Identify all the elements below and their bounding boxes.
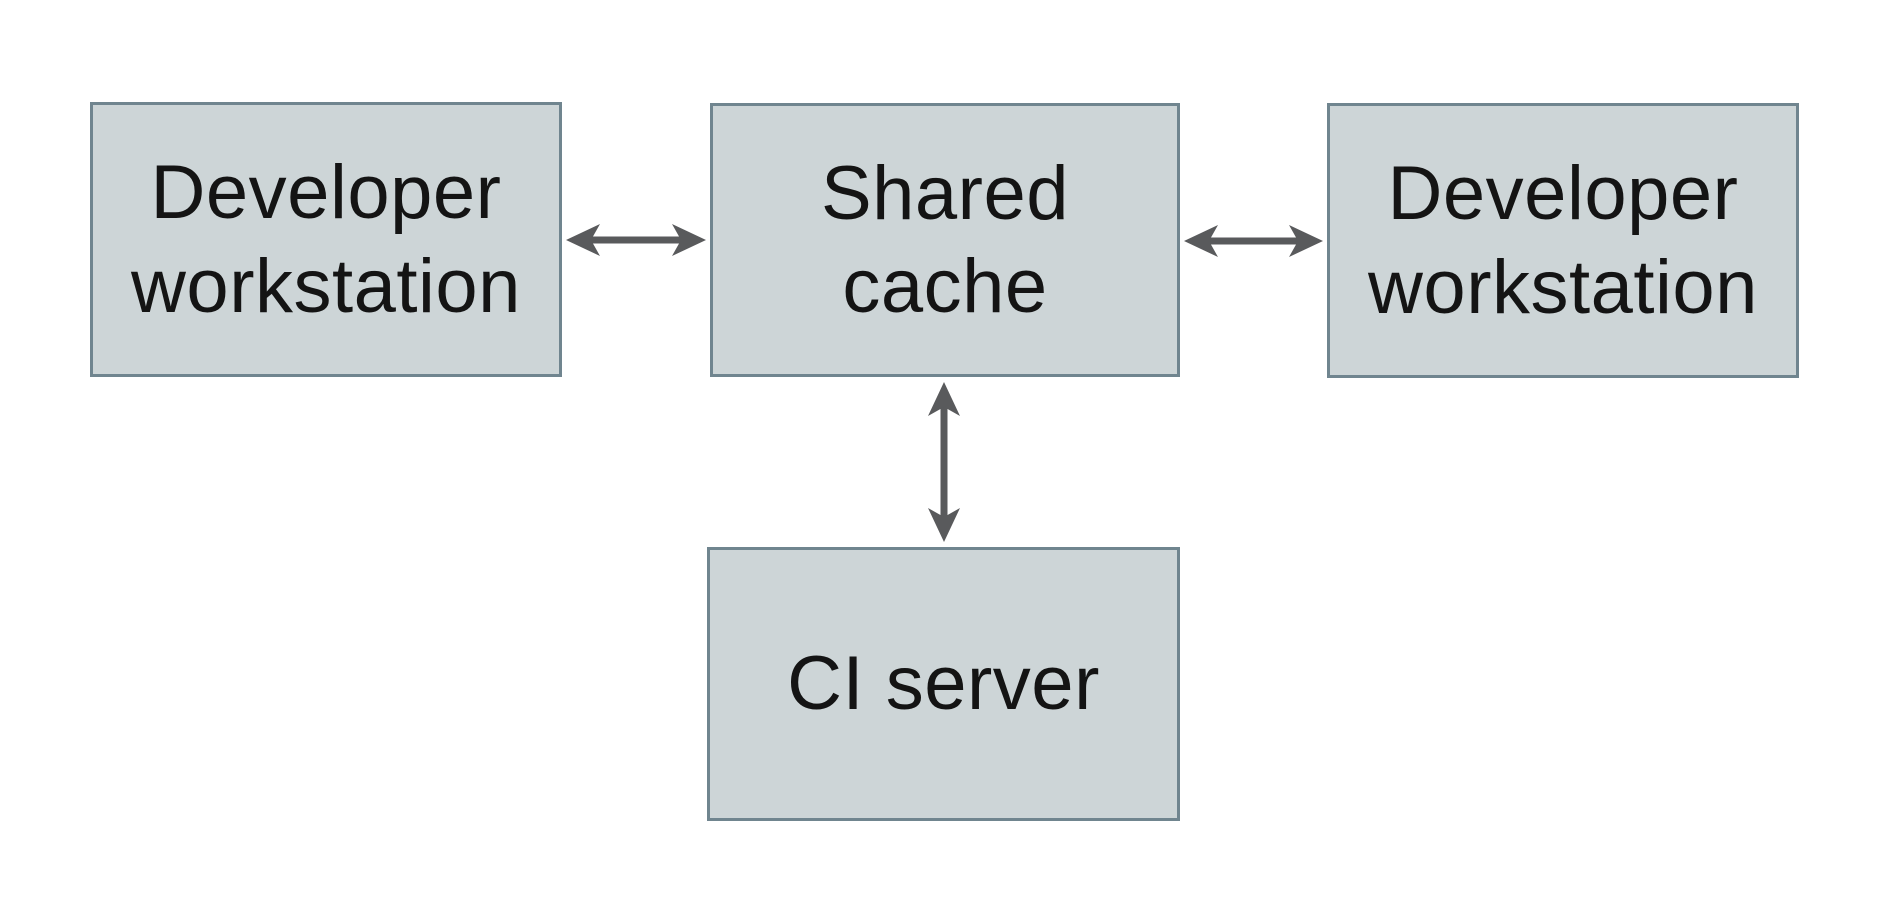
node-label-line: Developer	[150, 150, 502, 236]
node-label: Developer workstation	[131, 146, 521, 333]
node-developer-workstation-right: Developer workstation	[1327, 103, 1799, 378]
bidirectional-arrow-cache-right	[1184, 225, 1323, 257]
node-label: Developer workstation	[1368, 147, 1758, 334]
node-label: CI server	[787, 637, 1100, 730]
bidirectional-arrow-left-cache	[566, 224, 706, 256]
node-shared-cache: Shared cache	[710, 103, 1180, 377]
node-label-line: cache	[842, 244, 1048, 329]
node-developer-workstation-left: Developer workstation	[90, 102, 562, 377]
node-label-line: Developer	[1387, 151, 1739, 237]
node-label-line: workstation	[131, 243, 521, 329]
node-label: Shared cache	[821, 147, 1069, 334]
node-label-line: CI server	[787, 641, 1100, 727]
node-label-line: Shared	[820, 150, 1070, 236]
bidirectional-arrow-cache-ci	[928, 382, 960, 542]
node-label-line: workstation	[1368, 244, 1758, 330]
node-ci-server: CI server	[707, 547, 1180, 821]
